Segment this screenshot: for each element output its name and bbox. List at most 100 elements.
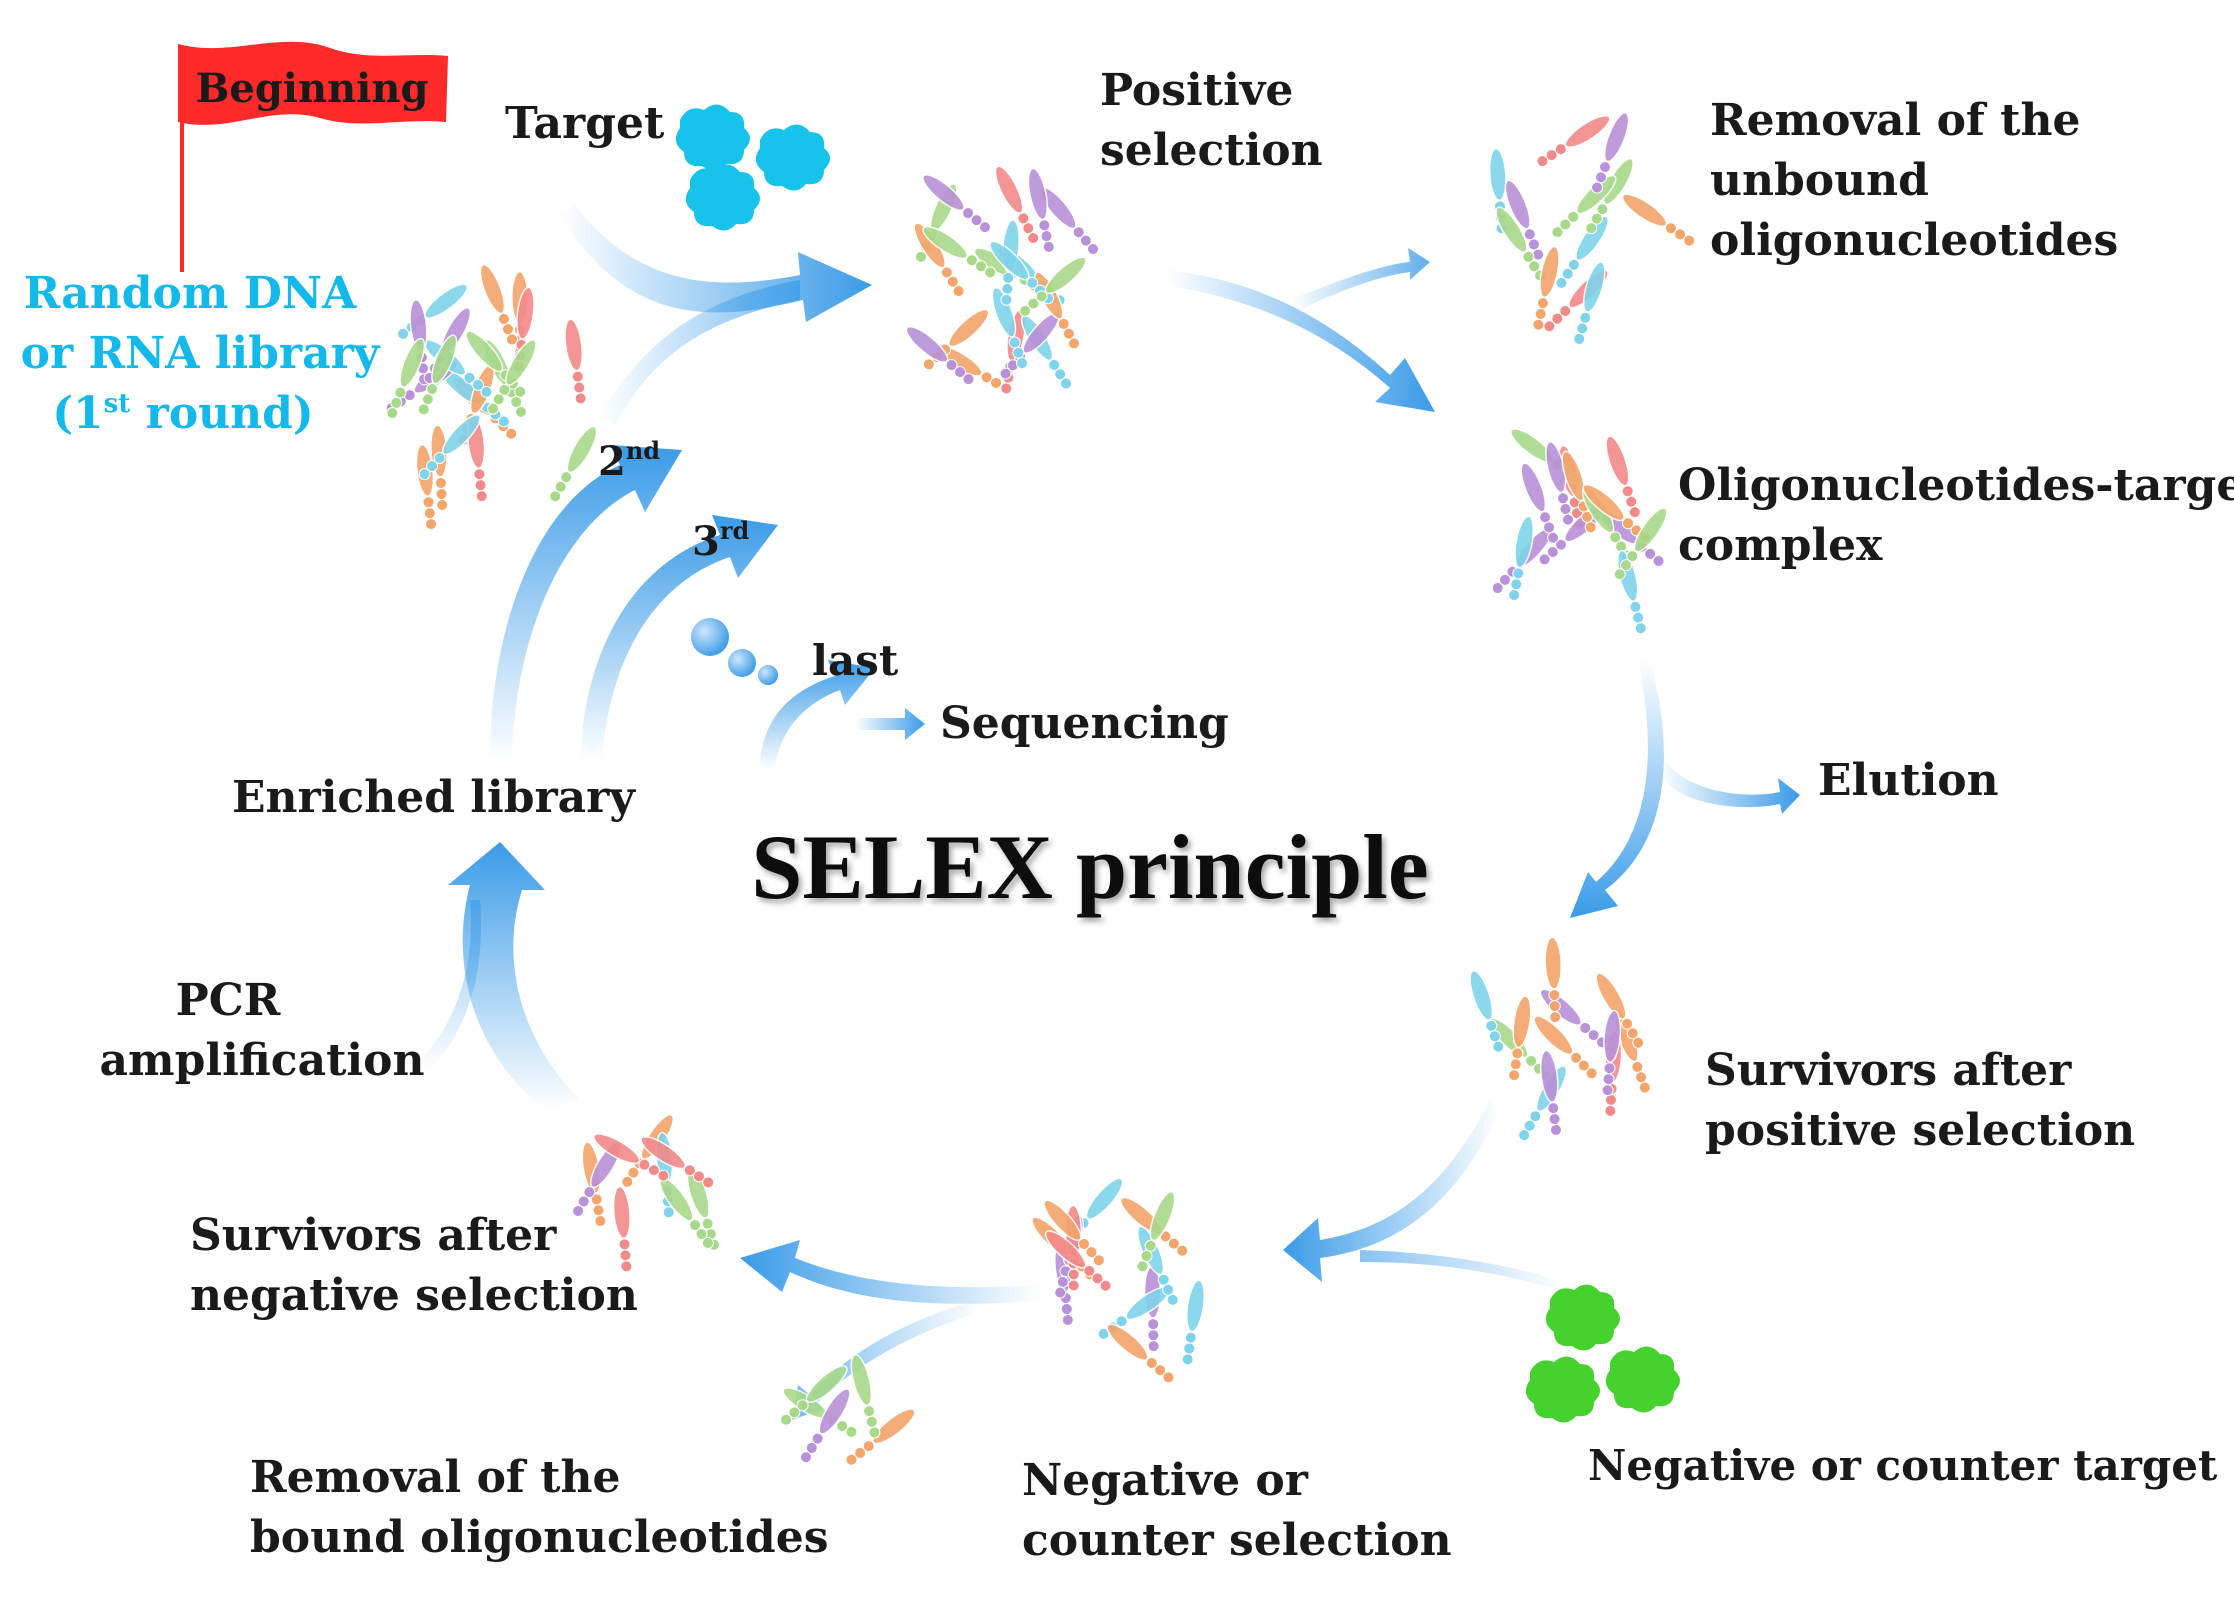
oligonucleotide-strand [1561, 450, 1597, 534]
label-sequencing: Sequencing [940, 698, 1229, 749]
oligonucleotide-strand [1539, 1049, 1562, 1136]
label-survivors-pos-line1: Survivors after [1705, 1045, 2072, 1096]
arrow-to-survivors-neg [740, 1240, 1040, 1304]
label-survivors-pos-line2: positive selection [1705, 1105, 2135, 1156]
label-pcr-line1: PCR [176, 975, 281, 1026]
oligonucleotide-strand [549, 425, 598, 503]
arrow-round-3 [580, 515, 778, 760]
oligonucleotide-strand [1019, 256, 1087, 317]
oligonucleotide-strand [1605, 435, 1641, 519]
label-positive-line1: Positive [1100, 65, 1293, 116]
arrow-to-elution [1660, 760, 1800, 814]
label-survivors-neg-line1: Survivors after [190, 1210, 557, 1261]
oligonucleotide-strand [1027, 167, 1055, 253]
label-positive-line2: selection [1100, 125, 1323, 176]
label-library-round-open: (1 [52, 388, 103, 439]
oligonucleotide-strand [780, 1365, 848, 1426]
target-blob [675, 104, 750, 171]
oligonucleotide-strand [1591, 112, 1630, 194]
label-library-line1: Random DNA [24, 268, 357, 319]
oligonucleotide-strand [1551, 174, 1617, 239]
oligonucleotide-strand [850, 1354, 881, 1439]
oligonucleotide-strand [1044, 1230, 1112, 1292]
oligonucleotide-strand [1539, 988, 1608, 1049]
oligonucleotide-strand [640, 1136, 715, 1189]
beginning-flag: Beginning [178, 41, 448, 272]
arrow-negative-target-in [1360, 1250, 1565, 1290]
oligonucleotide-strand [1532, 245, 1560, 331]
oligonucleotide-strand [386, 337, 426, 420]
label-enriched-library: Enriched library [232, 772, 636, 823]
oligonucleotide-strand [487, 339, 537, 415]
oligonucleotide-strand [1555, 215, 1609, 289]
labels: Target Random DNA or RNA library (1st ro… [21, 65, 2234, 1566]
arrow-pcr-up [448, 842, 580, 1110]
oligonucleotide-strand [1613, 507, 1668, 581]
oligonucleotide-strand [1181, 1279, 1206, 1366]
label-target: Target [505, 98, 665, 149]
oligonucleotide-strand [417, 334, 458, 416]
oligonucleotide-strand [1043, 1199, 1105, 1267]
oligonucleotide-strand [994, 165, 1040, 245]
oligonucleotide-strand [913, 222, 965, 298]
arrow-pcr-left-tail [420, 900, 482, 1070]
oligonucleotide-strand [1508, 995, 1532, 1082]
oligonucleotide-strand [612, 1185, 633, 1273]
oligonucleotide-strand [686, 1167, 721, 1251]
target-blob [685, 164, 760, 231]
oligonucleotide-strand [1106, 1323, 1175, 1384]
label-removal-bound-line1: Removal of the [250, 1452, 620, 1503]
label-round-3: 3rd [692, 516, 749, 565]
negative-target-blob [1605, 1346, 1680, 1413]
arrow-to-unbound [1290, 248, 1430, 310]
oligonucleotide-clusters [385, 112, 1696, 1466]
oligonucleotide-strand [659, 1176, 714, 1249]
target-molecules [675, 104, 830, 231]
arrow-to-sequencing [855, 708, 925, 740]
arrow-round-2 [490, 445, 682, 760]
round-dot-small [758, 665, 778, 685]
oligonucleotide-strand [905, 325, 975, 386]
oligonucleotide-strand [564, 318, 587, 405]
label-round-2: 2nd [598, 436, 660, 485]
round-dot-large [691, 618, 729, 656]
oligonucleotide-strand [1136, 1191, 1176, 1273]
oligonucleotide-strand [991, 286, 1028, 370]
oligonucleotide-strand [1533, 1015, 1598, 1080]
oligonucleotide-strand [922, 174, 991, 234]
oligonucleotide-strand [1544, 936, 1562, 1024]
oligonucleotide-strand [1595, 972, 1645, 1049]
round-dot-medium [728, 649, 756, 677]
oligonucleotide-strand [479, 263, 518, 346]
label-library-round-sup: st [104, 389, 131, 419]
label-library-round-close: round) [130, 388, 313, 439]
label-pcr-line2: amplification [100, 1035, 425, 1086]
oligonucleotide-strand [1039, 186, 1099, 256]
arrow-to-survivors-pos [1570, 660, 1664, 918]
arrow-to-complex [1165, 270, 1435, 412]
label-removal-bound-line2: bound oligonucleotides [250, 1512, 828, 1563]
label-complex-line2: complex [1678, 520, 1883, 571]
label-library-line2: or RNA library [21, 328, 381, 379]
arrow-library-up [600, 280, 800, 425]
oligonucleotide-strand [1621, 193, 1696, 247]
oligonucleotide-strand [1601, 1009, 1622, 1097]
flag-cloth [178, 41, 448, 125]
oligonucleotide-strand [845, 1408, 916, 1466]
label-complex-line1: Oligonucleotides-target [1678, 460, 2234, 511]
oligonucleotide-strand [1536, 115, 1611, 168]
label-library-line3: (1st round) [52, 388, 314, 439]
arrow-to-negative-selection [1283, 1100, 1500, 1282]
arrow-last-round [760, 660, 875, 770]
diagram-title: SELEX principle [751, 816, 1428, 918]
negative-target-blob [1525, 1356, 1600, 1423]
oligonucleotide-strand [922, 225, 997, 279]
negative-target-molecules [1525, 1284, 1680, 1423]
cycle-arrows [420, 205, 1800, 1420]
label-survivors-neg-line2: negative selection [190, 1270, 638, 1321]
oligonucleotide-strand [593, 1133, 670, 1182]
label-removal-unbound-line1: Removal of the [1710, 95, 2080, 146]
oligonucleotide-strand [1573, 261, 1606, 345]
oligonucleotide-strand [1508, 515, 1535, 602]
